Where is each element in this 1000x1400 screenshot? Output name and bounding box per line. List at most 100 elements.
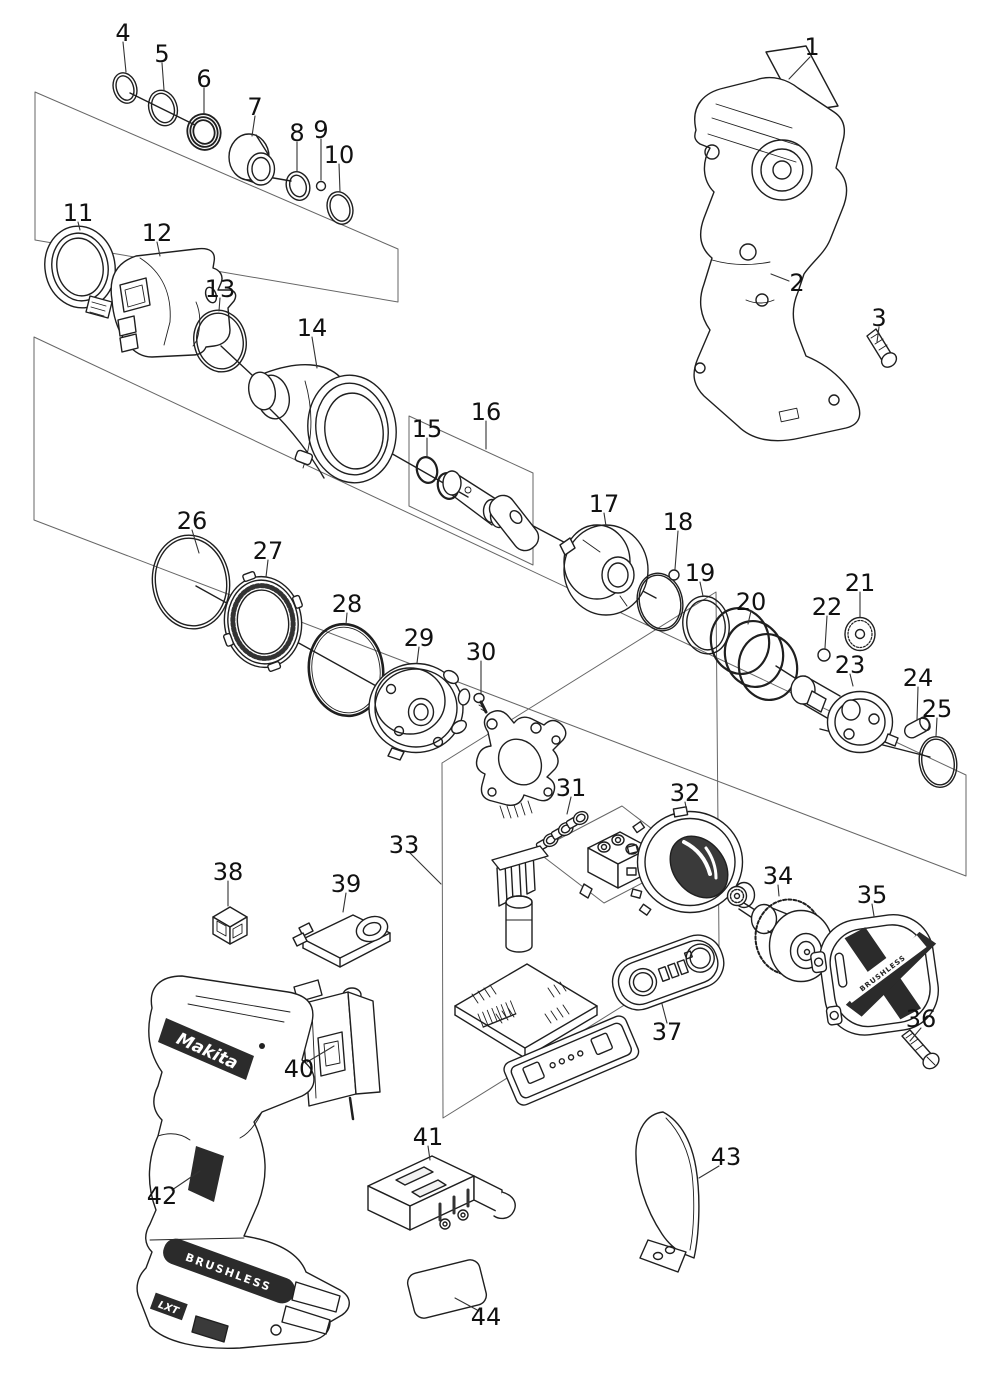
leader-line-31 [566, 796, 572, 815]
housing-half-left-42: Makita BRUSHLESS LXT [136, 975, 350, 1350]
leader-line-13 [218, 297, 221, 312]
part-number-label-6: 6 [196, 65, 211, 93]
part-number-label-33: 33 [389, 831, 420, 859]
leader-line-10 [338, 163, 341, 193]
part-number-label-3: 3 [871, 304, 886, 332]
stator-32 [626, 806, 756, 916]
part-number-label-16: 16 [471, 398, 502, 426]
part-number-label-26: 26 [177, 507, 208, 535]
knurled-washer-21 [844, 616, 876, 652]
leader-line-35 [871, 903, 875, 917]
block-38 [212, 906, 248, 945]
leader-line-28 [345, 612, 348, 625]
leader-line-11 [77, 221, 81, 231]
leader-line-18 [674, 530, 679, 570]
screw-30 [473, 692, 488, 714]
hook-43 [635, 1111, 700, 1273]
controller-assembly-33 [454, 710, 640, 1106]
part-number-label-12: 12 [142, 219, 173, 247]
anvil-16 [442, 470, 540, 552]
ring-5 [147, 89, 179, 127]
part-number-label-20: 20 [736, 588, 767, 616]
part-number-label-36: 36 [906, 1005, 937, 1033]
leader-line-25 [935, 717, 938, 737]
part-number-label-1: 1 [804, 33, 819, 61]
part-number-label-4: 4 [115, 19, 130, 47]
tapping-screw-3 [866, 328, 898, 368]
leader-line-3 [876, 326, 880, 343]
part-number-label-8: 8 [289, 119, 304, 147]
part-number-label-5: 5 [154, 40, 169, 68]
part-number-label-38: 38 [213, 858, 244, 886]
flat-washer-26 [151, 534, 231, 630]
part-number-label-31: 31 [556, 774, 587, 802]
part-number-label-18: 18 [663, 508, 694, 536]
part-number-label-41: 41 [413, 1123, 444, 1151]
part-number-label-42: 42 [147, 1182, 178, 1210]
steel-ball-22 [817, 648, 831, 662]
leader-line-7 [251, 115, 256, 137]
part-number-label-19: 19 [685, 559, 716, 587]
part-number-label-37: 37 [652, 1018, 683, 1046]
part-number-label-24: 24 [903, 664, 934, 692]
part-number-label-29: 29 [404, 624, 435, 652]
part-number-label-22: 22 [812, 593, 843, 621]
hammer-17 [559, 524, 649, 616]
internal-gear-27 [222, 570, 303, 672]
part-number-label-28: 28 [332, 590, 363, 618]
leader-lines [77, 41, 938, 1312]
part-number-label-17: 17 [589, 490, 620, 518]
leader-line-24 [916, 686, 919, 721]
part-number-label-7: 7 [247, 93, 262, 121]
part-number-label-13: 13 [205, 275, 236, 303]
part-number-label-25: 25 [922, 695, 953, 723]
o-ring-28 [307, 622, 385, 718]
switch-panel-37 [611, 934, 725, 1011]
leader-line-37 [661, 1003, 668, 1024]
gear-carrier-29 [368, 662, 471, 761]
leader-line-29 [416, 646, 420, 664]
bushing-7 [228, 133, 276, 186]
name-plate-label-44 [406, 1259, 488, 1319]
leader-line-42 [171, 1170, 201, 1191]
leader-line-5 [161, 62, 165, 91]
leader-line-32 [684, 801, 688, 813]
compression-spring-20 [709, 607, 799, 701]
spindle-23 [790, 675, 899, 754]
leader-line-17 [603, 512, 607, 527]
leader-line-27 [265, 559, 269, 578]
part-number-label-15: 15 [412, 415, 443, 443]
o-ring-4 [112, 72, 138, 104]
leader-line-1 [788, 56, 811, 80]
part-number-label-39: 39 [331, 870, 362, 898]
retaining-ring-11 [44, 225, 116, 319]
ring-8 [285, 171, 311, 201]
part-number-label-27: 27 [253, 537, 284, 565]
washer-19 [682, 595, 730, 655]
pin-24 [904, 716, 931, 739]
washer-ball-18 [636, 569, 684, 632]
leader-line-4 [122, 41, 127, 73]
leader-line-33 [409, 852, 442, 885]
ring-13 [193, 309, 247, 373]
part-number-label-10: 10 [324, 141, 355, 169]
leader-line-20 [747, 610, 752, 625]
part-number-label-32: 32 [670, 779, 701, 807]
part-number-label-34: 34 [763, 862, 794, 890]
part-number-label-11: 11 [63, 199, 94, 227]
part-number-label-30: 30 [466, 638, 497, 666]
part-number-label-21: 21 [845, 569, 876, 597]
leader-line-2 [770, 273, 790, 282]
leader-line-26 [191, 529, 200, 554]
leader-line-19 [699, 581, 704, 597]
steel-ball-9 [315, 180, 327, 192]
part-number-label-2: 2 [789, 269, 804, 297]
part-number-label-40: 40 [284, 1055, 315, 1083]
leader-line-22 [824, 615, 828, 649]
leader-line-12 [156, 241, 161, 257]
leader-line-39 [342, 892, 347, 913]
leader-line-23 [849, 673, 854, 687]
